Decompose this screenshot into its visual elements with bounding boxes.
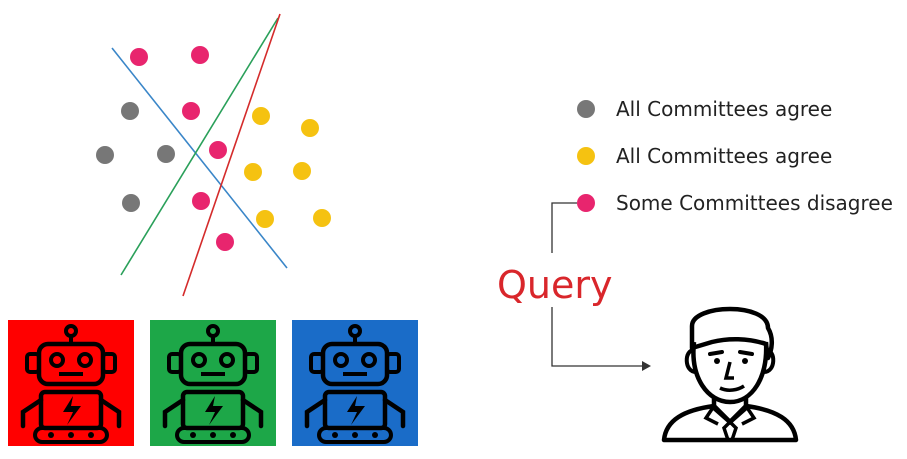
point-gray (121, 102, 139, 120)
point-pink (209, 141, 227, 159)
point-pink (216, 233, 234, 251)
point-yellow (313, 209, 331, 227)
legend-label: Some Committees disagree (616, 191, 893, 215)
committee-line-red (182, 13, 281, 297)
legend: All Committees agree All Committees agre… (577, 97, 893, 215)
robot-panel-green (150, 320, 276, 446)
legend-label: All Committees agree (616, 144, 832, 168)
legend-swatch (577, 194, 595, 212)
query-label: Query (497, 263, 612, 307)
point-yellow (293, 162, 311, 180)
legend-item-pink: Some Committees disagree (577, 191, 893, 215)
point-pink (182, 102, 200, 120)
point-pink (192, 192, 210, 210)
point-yellow (256, 210, 274, 228)
legend-label: All Committees agree (616, 97, 832, 121)
point-gray (96, 146, 114, 164)
point-pink (130, 48, 148, 66)
committee-line-blue (111, 47, 288, 269)
arrowhead-icon (642, 361, 651, 371)
legend-swatch (577, 147, 595, 165)
human-annotator-icon (661, 306, 799, 443)
query-connector-arrow (551, 307, 645, 367)
point-pink (191, 46, 209, 64)
data-points (96, 46, 331, 251)
robot-panel-red (8, 320, 134, 446)
committee-line-green (120, 17, 279, 276)
point-gray (157, 145, 175, 163)
point-yellow (244, 163, 262, 181)
robot-panel-blue (292, 320, 418, 446)
point-yellow (252, 107, 270, 125)
legend-swatch (577, 100, 595, 118)
query-connector-arrow (551, 202, 577, 253)
legend-item-gray: All Committees agree (577, 97, 832, 121)
point-yellow (301, 119, 319, 137)
legend-item-yellow: All Committees agree (577, 144, 832, 168)
point-gray (122, 194, 140, 212)
